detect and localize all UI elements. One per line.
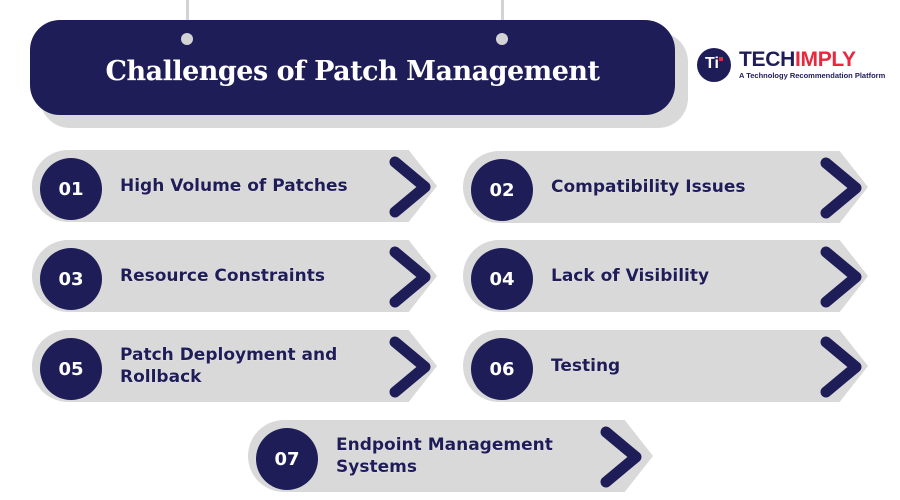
logo-tagline: A Technology Recommendation Platform bbox=[739, 71, 886, 80]
chevron-right-icon bbox=[389, 156, 431, 218]
number-badge: 04 bbox=[471, 248, 533, 310]
number-badge: 01 bbox=[40, 158, 102, 220]
number-badge: 03 bbox=[40, 248, 102, 310]
chevron-right-icon bbox=[600, 426, 642, 488]
title-banner: Challenges of Patch Management bbox=[30, 20, 675, 115]
page-title: Challenges of Patch Management bbox=[105, 56, 600, 87]
challenge-label: Patch Deployment and Rollback bbox=[120, 345, 338, 387]
chevron-right-icon bbox=[389, 336, 431, 398]
challenge-label: High Volume of Patches bbox=[120, 176, 348, 196]
challenge-label: Resource Constraints bbox=[120, 266, 325, 286]
hanger-line-left bbox=[186, 0, 189, 38]
number-badge: 05 bbox=[40, 338, 102, 400]
chevron-right-icon bbox=[389, 246, 431, 308]
number-badge: 06 bbox=[471, 338, 533, 400]
challenge-label: Compatibility Issues bbox=[551, 177, 746, 197]
logo-wordmark: TECHIMPLY bbox=[739, 48, 856, 71]
challenge-item-01: 01 High Volume of Patches bbox=[32, 150, 437, 222]
logo-icon: Ti bbox=[697, 48, 731, 82]
challenge-item-04: 04 Lack of Visibility bbox=[463, 240, 868, 312]
challenge-label: Lack of Visibility bbox=[551, 266, 710, 286]
challenge-item-05: 05 Patch Deployment and Rollback bbox=[32, 330, 437, 402]
hanger-dot-left-front bbox=[181, 33, 193, 45]
challenge-label: Testing bbox=[551, 356, 621, 376]
logo-red-dot bbox=[719, 57, 723, 61]
challenge-item-03: 03 Resource Constraints bbox=[32, 240, 437, 312]
chevron-right-icon bbox=[820, 336, 862, 398]
number-badge: 02 bbox=[471, 159, 533, 221]
number-badge: 07 bbox=[256, 428, 318, 490]
chevron-right-icon bbox=[820, 157, 862, 219]
challenge-item-06: 06 Testing bbox=[463, 330, 868, 402]
challenge-item-07: 07 Endpoint Management Systems bbox=[248, 420, 653, 492]
chevron-right-icon bbox=[820, 246, 862, 308]
hanger-dot-right-front bbox=[496, 33, 508, 45]
techimply-logo: Ti TECHIMPLY A Technology Recommendation… bbox=[697, 48, 885, 82]
hanger-line-right bbox=[501, 0, 504, 38]
challenge-label: Endpoint Management Systems bbox=[336, 435, 553, 477]
challenge-item-02: 02 Compatibility Issues bbox=[463, 151, 868, 223]
